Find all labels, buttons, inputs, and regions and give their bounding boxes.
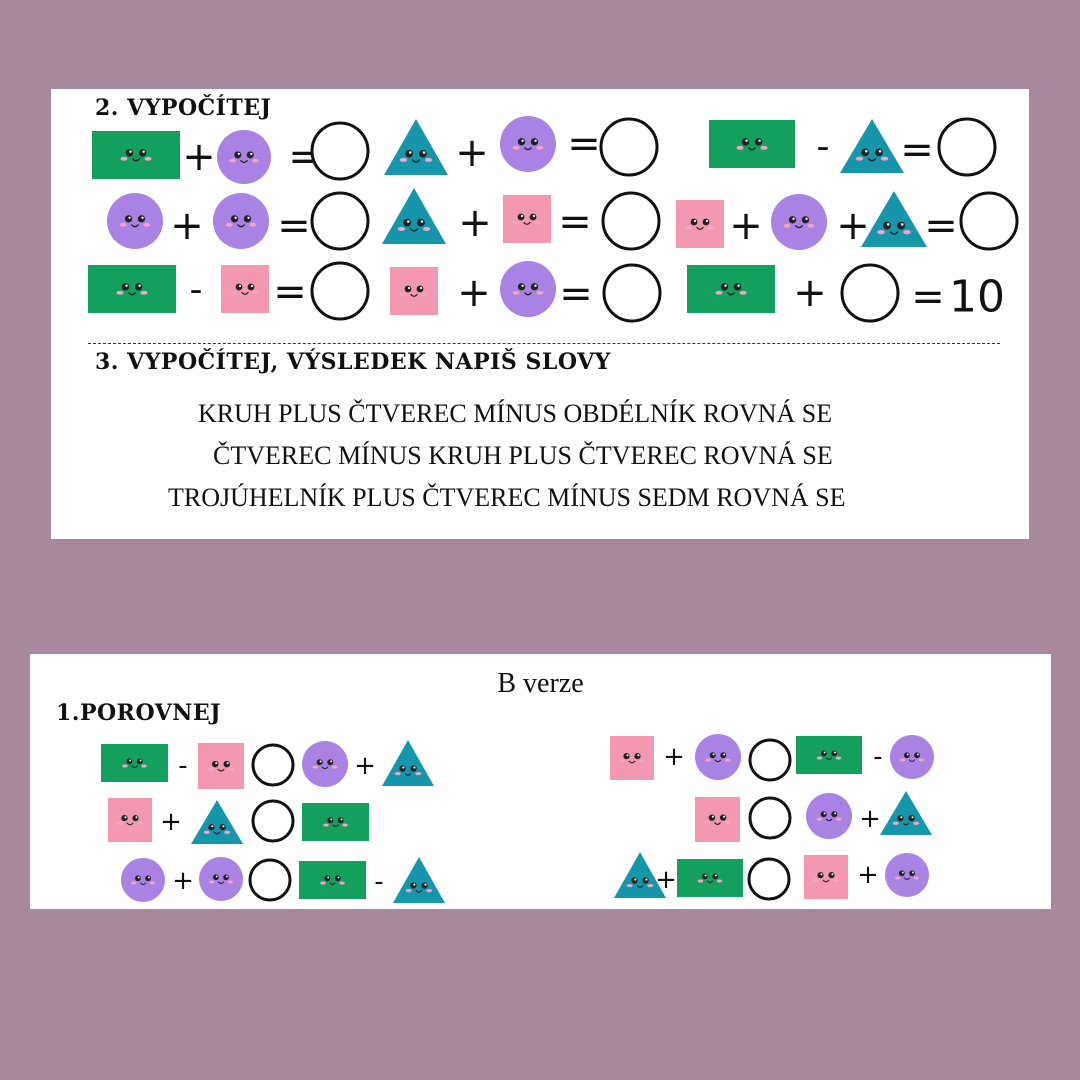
triangle-face-icon [880, 791, 932, 835]
blank-circle-icon [748, 796, 792, 840]
rectangle-face-icon [92, 131, 180, 179]
square-face-icon [503, 195, 551, 243]
circle-face-icon [695, 734, 741, 780]
number-ten: 10 [949, 272, 1005, 323]
triangle-face-icon [861, 191, 927, 247]
plus-sign: + [354, 751, 376, 781]
circle-face-icon [890, 735, 934, 779]
word-problem-1: KRUH PLUS ČTVEREC MÍNUS OBDÉLNÍK ROVNÁ S… [198, 399, 833, 428]
circle-face-icon [213, 193, 269, 249]
comparisons-area: - + + + - + - + + + [101, 734, 934, 903]
minus-sign: - [873, 742, 882, 772]
equals-sign: = [567, 121, 601, 167]
circle-face-icon [199, 857, 243, 901]
rectangle-face-icon [88, 265, 176, 313]
blank-circle-icon [937, 117, 997, 177]
equals-sign: = [277, 203, 311, 249]
triangle-face-icon [382, 740, 434, 786]
rectangle-face-icon [709, 120, 795, 168]
equals-sign: = [559, 271, 593, 317]
square-face-icon [695, 797, 740, 842]
triangle-face-icon [614, 852, 666, 898]
version-label: B verze [497, 668, 584, 699]
blank-circle-icon [310, 121, 370, 181]
word-problem-2: ČTVEREC MÍNUS KRUH PLUS ČTVEREC ROVNÁ SE [213, 441, 833, 470]
plus-sign: + [458, 200, 492, 246]
minus-sign: - [178, 751, 187, 781]
plus-sign: + [859, 804, 881, 834]
plus-sign: + [857, 860, 879, 890]
rectangle-face-icon [677, 859, 743, 897]
triangle-face-icon [382, 188, 446, 244]
circle-face-icon [885, 853, 929, 897]
blank-circle-icon [251, 743, 295, 787]
plus-sign: + [160, 807, 182, 837]
equals-sign: = [924, 203, 958, 249]
equals-sign: = [900, 127, 934, 173]
blank-circle-icon [748, 738, 792, 782]
circle-face-icon [217, 130, 271, 184]
blank-circle-icon [599, 117, 659, 177]
blank-circle-icon [602, 263, 662, 323]
plus-sign: + [729, 203, 763, 249]
section-1-title: 1.POROVNEJ [56, 700, 222, 726]
worksheet-card-bottom: B verze 1.POROVNEJ - + + + - + - + + + [30, 654, 1051, 909]
minus-sign: - [190, 270, 203, 311]
triangle-face-icon [840, 119, 904, 173]
equations-area-top: +=+=-=+=+=++=-=+=+=10 [88, 116, 1019, 323]
minus-sign: - [817, 127, 830, 168]
equals-sign: = [273, 269, 307, 315]
circle-face-icon [500, 261, 556, 317]
triangle-face-icon [191, 800, 243, 844]
rectangle-face-icon [101, 744, 168, 782]
plus-sign: + [455, 130, 489, 176]
section-3-title: 3. VYPOČÍTEJ, VÝSLEDEK NAPIŠ SLOVY [95, 349, 611, 375]
blank-circle-icon [840, 263, 900, 323]
word-problem-3: TROJÚHELNÍK PLUS ČTVEREC MÍNUS SEDM ROVN… [168, 483, 846, 512]
blank-circle-icon [251, 799, 295, 843]
plus-sign: + [655, 865, 677, 895]
rectangle-face-icon [299, 861, 366, 899]
section-2-title: 2. VYPOČÍTEJ [95, 95, 272, 121]
square-face-icon [804, 855, 848, 899]
minus-sign: - [374, 867, 383, 897]
triangle-face-icon [384, 119, 448, 175]
rectangle-face-icon [687, 265, 775, 313]
equals-sign: = [558, 199, 592, 245]
square-face-icon [676, 200, 724, 248]
circle-face-icon [806, 793, 852, 839]
circle-face-icon [302, 741, 348, 787]
blank-circle-icon [248, 858, 292, 902]
square-face-icon [198, 743, 244, 789]
circle-face-icon [121, 858, 165, 902]
blank-circle-icon [959, 191, 1019, 251]
triangle-face-icon [393, 857, 445, 903]
square-face-icon [390, 267, 438, 315]
blank-circle-icon [747, 857, 791, 901]
equals-sign: = [911, 274, 945, 320]
plus-sign: + [457, 270, 491, 316]
rectangle-face-icon [796, 736, 862, 774]
circle-face-icon [500, 116, 556, 172]
square-face-icon [610, 736, 654, 780]
square-face-icon [221, 265, 269, 313]
blank-circle-icon [601, 191, 661, 251]
plus-sign: + [836, 203, 870, 249]
plus-sign: + [170, 203, 204, 249]
plus-sign: + [793, 270, 827, 316]
worksheet-card-top: 2. VYPOČÍTEJ +=+=-=+=+=++=-=+=+=10 3. VY… [51, 89, 1029, 539]
plus-sign: + [182, 134, 216, 180]
blank-circle-icon [310, 261, 370, 321]
circle-face-icon [771, 194, 827, 250]
square-face-icon [108, 798, 152, 842]
plus-sign: + [663, 742, 685, 772]
rectangle-face-icon [302, 803, 369, 841]
dashed-divider [88, 343, 1000, 344]
plus-sign: + [172, 866, 194, 896]
circle-face-icon [107, 193, 163, 249]
blank-circle-icon [310, 191, 370, 251]
